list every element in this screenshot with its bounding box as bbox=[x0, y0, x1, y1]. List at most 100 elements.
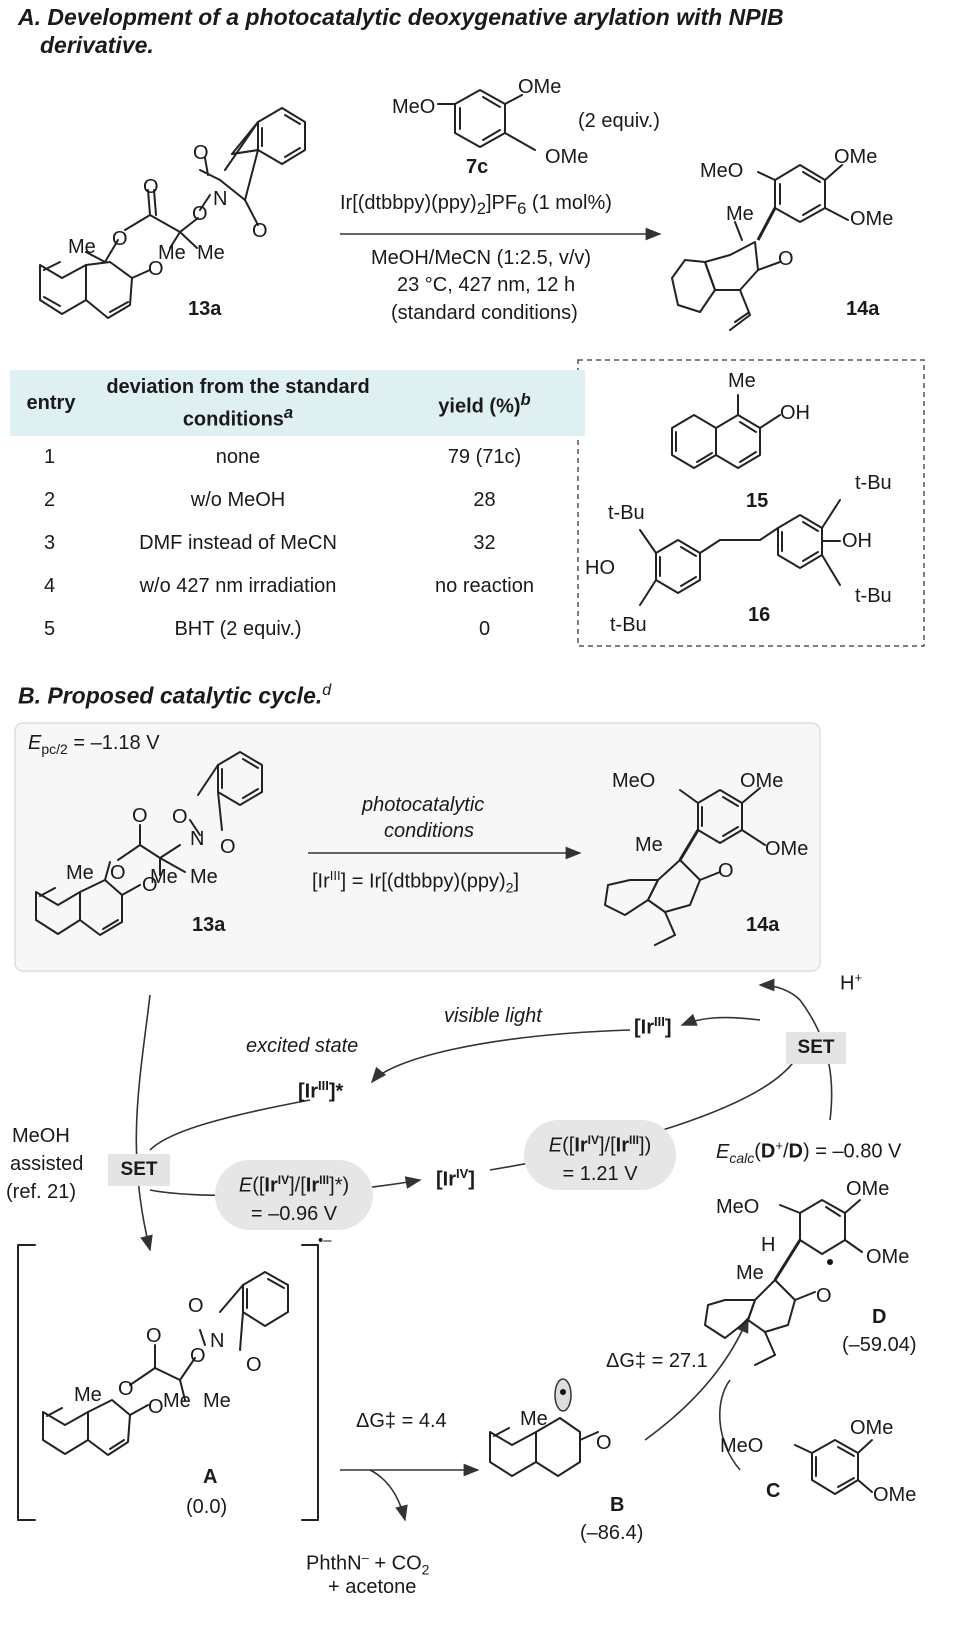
set-box-right: SET bbox=[786, 1032, 846, 1064]
cell-deviation: w/o MeOH bbox=[190, 489, 286, 511]
atom-label: O bbox=[220, 836, 236, 858]
atom-label: O bbox=[143, 176, 159, 198]
epc-label: Epc/2 = –1.18 V bbox=[28, 732, 160, 757]
energy-D: (–59.04) bbox=[842, 1334, 917, 1356]
atom-label: Me bbox=[66, 862, 94, 884]
meoh-line3: (ref. 21) bbox=[6, 1181, 77, 1203]
atom-label: MeO bbox=[612, 770, 656, 792]
intermediate-A-structure bbox=[42, 1271, 289, 1456]
atom-label: N bbox=[213, 188, 228, 210]
byproducts-line1: PhthN– + CO2 bbox=[306, 1550, 430, 1578]
footnote-b: b bbox=[520, 389, 531, 409]
pot2-line2: = 1.21 V bbox=[562, 1162, 638, 1185]
atom-label: Me bbox=[74, 1384, 102, 1406]
section-a-title-line1: A. Development of a photocatalytic deoxy… bbox=[18, 4, 784, 30]
reagent-C-structure bbox=[794, 1439, 873, 1495]
atom-label: OMe bbox=[765, 838, 809, 860]
atom-label: OMe bbox=[873, 1484, 917, 1506]
inset-panel bbox=[14, 722, 821, 972]
atom-label: O bbox=[142, 874, 158, 896]
cell-yield: 32 bbox=[473, 532, 496, 554]
atom-label: MeO bbox=[392, 96, 436, 118]
potential-pill-2: E([IrIV]/[IrIII]) = 1.21 V bbox=[524, 1120, 676, 1190]
cell-deviation: none bbox=[215, 446, 261, 468]
section-b-title-text: B. Proposed catalytic cycle. bbox=[18, 682, 323, 709]
atom-label: O bbox=[192, 203, 208, 225]
optimization-table: entry deviation from the standard condit… bbox=[10, 370, 585, 651]
compound-16-label: 16 bbox=[748, 604, 771, 626]
ir3-star-label: [IrIII]* bbox=[298, 1078, 344, 1103]
atom-label: Me bbox=[203, 1390, 231, 1412]
atom-label: Me bbox=[163, 1390, 191, 1412]
header-deviation: deviation from the standard conditionsa bbox=[92, 370, 384, 436]
arrow-C-join bbox=[718, 1379, 741, 1471]
footnote-a: a bbox=[283, 402, 294, 422]
compound-15-structure bbox=[671, 394, 781, 469]
byproducts-line2: + acetone bbox=[328, 1576, 417, 1598]
atom-label: Me bbox=[520, 1408, 548, 1430]
atom-label: O bbox=[112, 228, 128, 250]
product-label: 14a bbox=[846, 298, 880, 320]
atom-label: t-Bu bbox=[610, 614, 647, 636]
h-plus-label: H+ bbox=[840, 970, 863, 995]
atom-label: O bbox=[246, 1354, 262, 1376]
atom-label: OMe bbox=[834, 146, 878, 168]
cell-entry: 2 bbox=[44, 489, 56, 511]
atom-label: Me bbox=[726, 203, 754, 225]
section-b-title: B. Proposed catalytic cycle.d bbox=[18, 682, 331, 710]
atom-label: t-Bu bbox=[855, 472, 892, 494]
arrow-ir3star-to-set bbox=[149, 1099, 311, 1151]
cell-entry: 4 bbox=[44, 575, 56, 597]
atom-label: OMe bbox=[866, 1246, 910, 1268]
table-row: 3 DMF instead of MeCN 32 bbox=[10, 522, 585, 565]
footnote-d: d bbox=[322, 682, 332, 699]
bracket-left bbox=[17, 1244, 36, 1521]
cell-deviation: BHT (2 equiv.) bbox=[174, 618, 302, 640]
cycle-arrow-left bbox=[135, 994, 153, 1252]
solvent-label: MeOH/MeCN (1:2.5, v/v) bbox=[371, 247, 592, 269]
radical-anion-sign: •– bbox=[318, 1232, 332, 1249]
atom-label: Me bbox=[158, 242, 186, 264]
cell-yield: 0 bbox=[478, 618, 491, 640]
conditions-label: 23 °C, 427 nm, 12 h bbox=[397, 274, 576, 296]
header-deviation-text: deviation from the standard conditions bbox=[106, 375, 370, 431]
cell-entry: 3 bbox=[44, 532, 56, 554]
energy-A: (0.0) bbox=[186, 1496, 228, 1518]
atom-label: HO bbox=[585, 557, 615, 579]
arrow-byproducts bbox=[369, 1469, 408, 1522]
pot1-line1: E([IrIV]/[IrIII]*) bbox=[238, 1173, 350, 1197]
atom-label: OMe bbox=[850, 1417, 894, 1439]
compound-16-structure bbox=[639, 499, 841, 606]
atom-label: O bbox=[778, 248, 794, 270]
ir4-label: [IrIV] bbox=[436, 1166, 475, 1191]
cell-deviation: w/o 427 nm irradiation bbox=[139, 575, 337, 597]
inset-substrate-structure bbox=[35, 751, 263, 936]
substrate-label: 13a bbox=[188, 298, 222, 320]
atom-label: MeO bbox=[716, 1196, 760, 1218]
atom-label: O bbox=[596, 1432, 612, 1454]
cell-entry: 1 bbox=[44, 446, 56, 468]
header-entry: entry bbox=[10, 370, 92, 436]
cell-deviation: DMF instead of MeCN bbox=[139, 532, 337, 554]
atom-label: O bbox=[193, 142, 209, 164]
ir3-label: [IrIII] bbox=[634, 1014, 672, 1039]
atom-label: t-Bu bbox=[855, 585, 892, 607]
header-yield: yield (%)b bbox=[384, 370, 585, 436]
additive-box bbox=[577, 359, 925, 647]
header-yield-text: yield (%) bbox=[438, 395, 521, 418]
table-header-row: entry deviation from the standard condit… bbox=[10, 370, 585, 436]
atom-label: O bbox=[188, 1295, 204, 1317]
atom-label: OH bbox=[842, 530, 872, 552]
atom-label: O bbox=[252, 220, 268, 242]
atom-label: N bbox=[210, 1330, 225, 1352]
standard-label: (standard conditions) bbox=[391, 302, 578, 324]
dg2-label: ΔG‡ = 27.1 bbox=[606, 1350, 708, 1372]
inset-substrate-label: 13a bbox=[192, 914, 226, 936]
set-box-left: SET bbox=[108, 1154, 170, 1186]
atom-label: OMe bbox=[850, 208, 894, 230]
substrate-13a-structure bbox=[39, 107, 306, 319]
